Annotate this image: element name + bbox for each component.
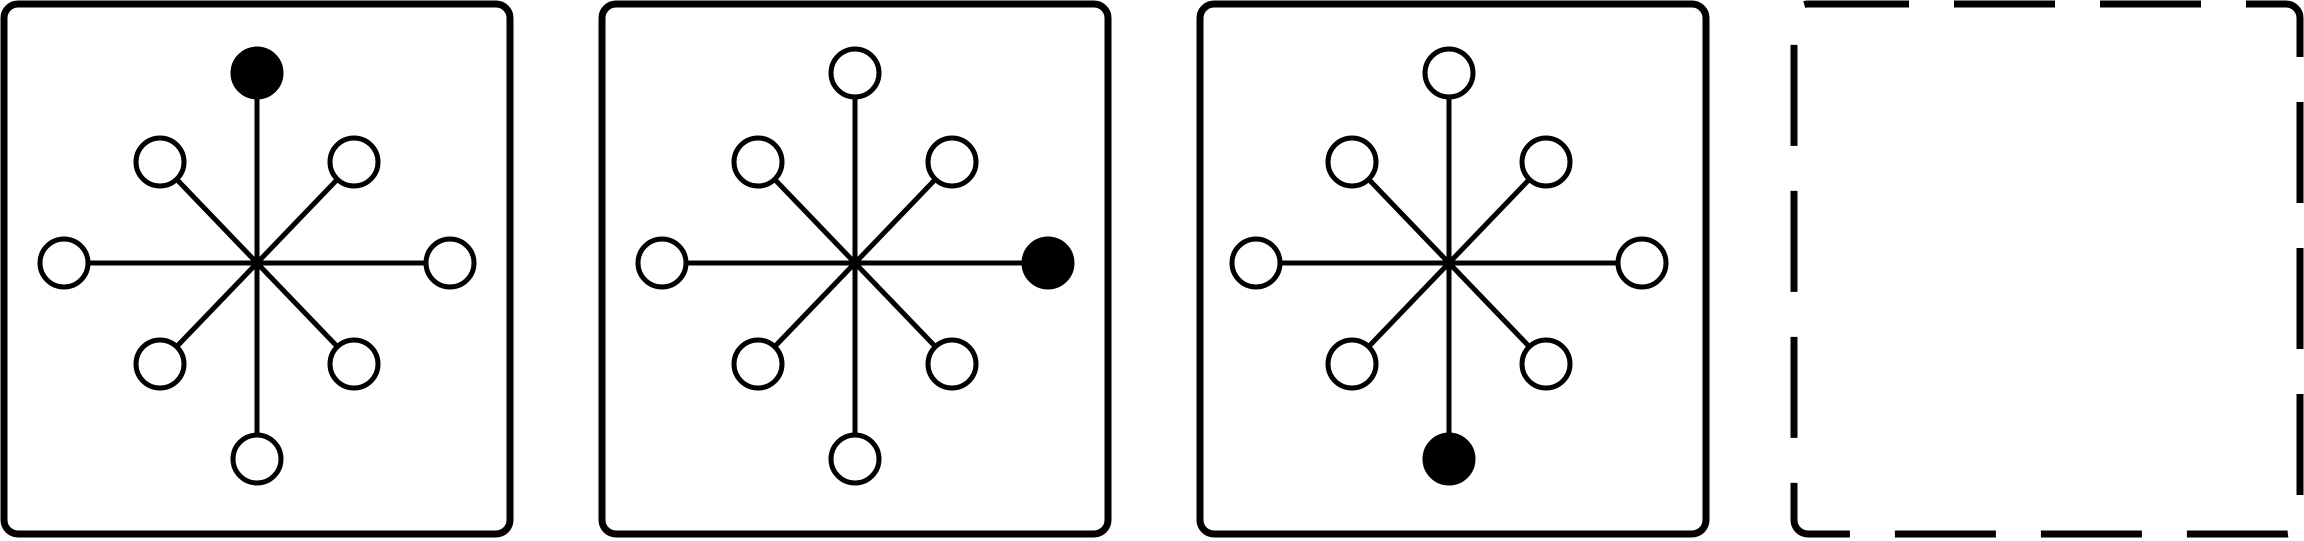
node-east-filled (1021, 236, 1075, 290)
node-southeast-hollow (327, 337, 381, 391)
node-southeast-hollow (1519, 337, 1573, 391)
node-south-filled (1422, 432, 1476, 486)
node-northeast-hollow (1519, 135, 1573, 189)
node-north-filled (230, 46, 284, 100)
node-south-hollow (230, 432, 284, 486)
node-north-hollow (1422, 46, 1476, 100)
node-southwest-hollow (133, 337, 187, 391)
node-west-hollow (37, 236, 91, 290)
node-southwest-hollow (731, 337, 785, 391)
node-southeast-hollow (925, 337, 979, 391)
answer-blank-dashed-frame (1790, 0, 2304, 538)
node-north-hollow (828, 46, 882, 100)
node-southwest-hollow (1325, 337, 1379, 391)
node-south-hollow (828, 432, 882, 486)
answer-panel (1790, 0, 2304, 538)
node-east-hollow (423, 236, 477, 290)
figure-panel-2 (598, 0, 1112, 538)
figure-panel-3 (1196, 0, 1710, 538)
node-west-hollow (635, 236, 689, 290)
node-northeast-hollow (925, 135, 979, 189)
figure-panel-1 (0, 0, 514, 538)
node-east-hollow (1615, 236, 1669, 290)
node-northeast-hollow (327, 135, 381, 189)
node-west-hollow (1229, 236, 1283, 290)
node-northwest-hollow (133, 135, 187, 189)
node-northwest-hollow (731, 135, 785, 189)
node-northwest-hollow (1325, 135, 1379, 189)
